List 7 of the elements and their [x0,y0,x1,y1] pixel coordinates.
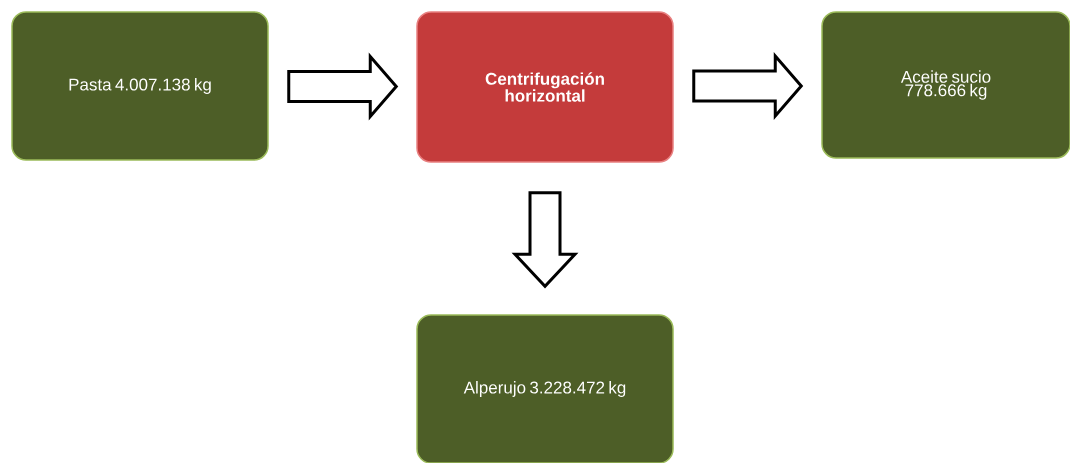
block-arrow [287,52,399,121]
process-box: Aceite sucio 778.666 kg [821,11,1070,159]
process-box: Centrifugación horizontal [416,11,674,163]
process-box: Alperujo 3.228.472 kg [416,314,674,463]
block-arrow [692,51,804,121]
process-box: Pasta 4.007.138 kg [11,11,269,161]
block-arrow [511,191,579,289]
